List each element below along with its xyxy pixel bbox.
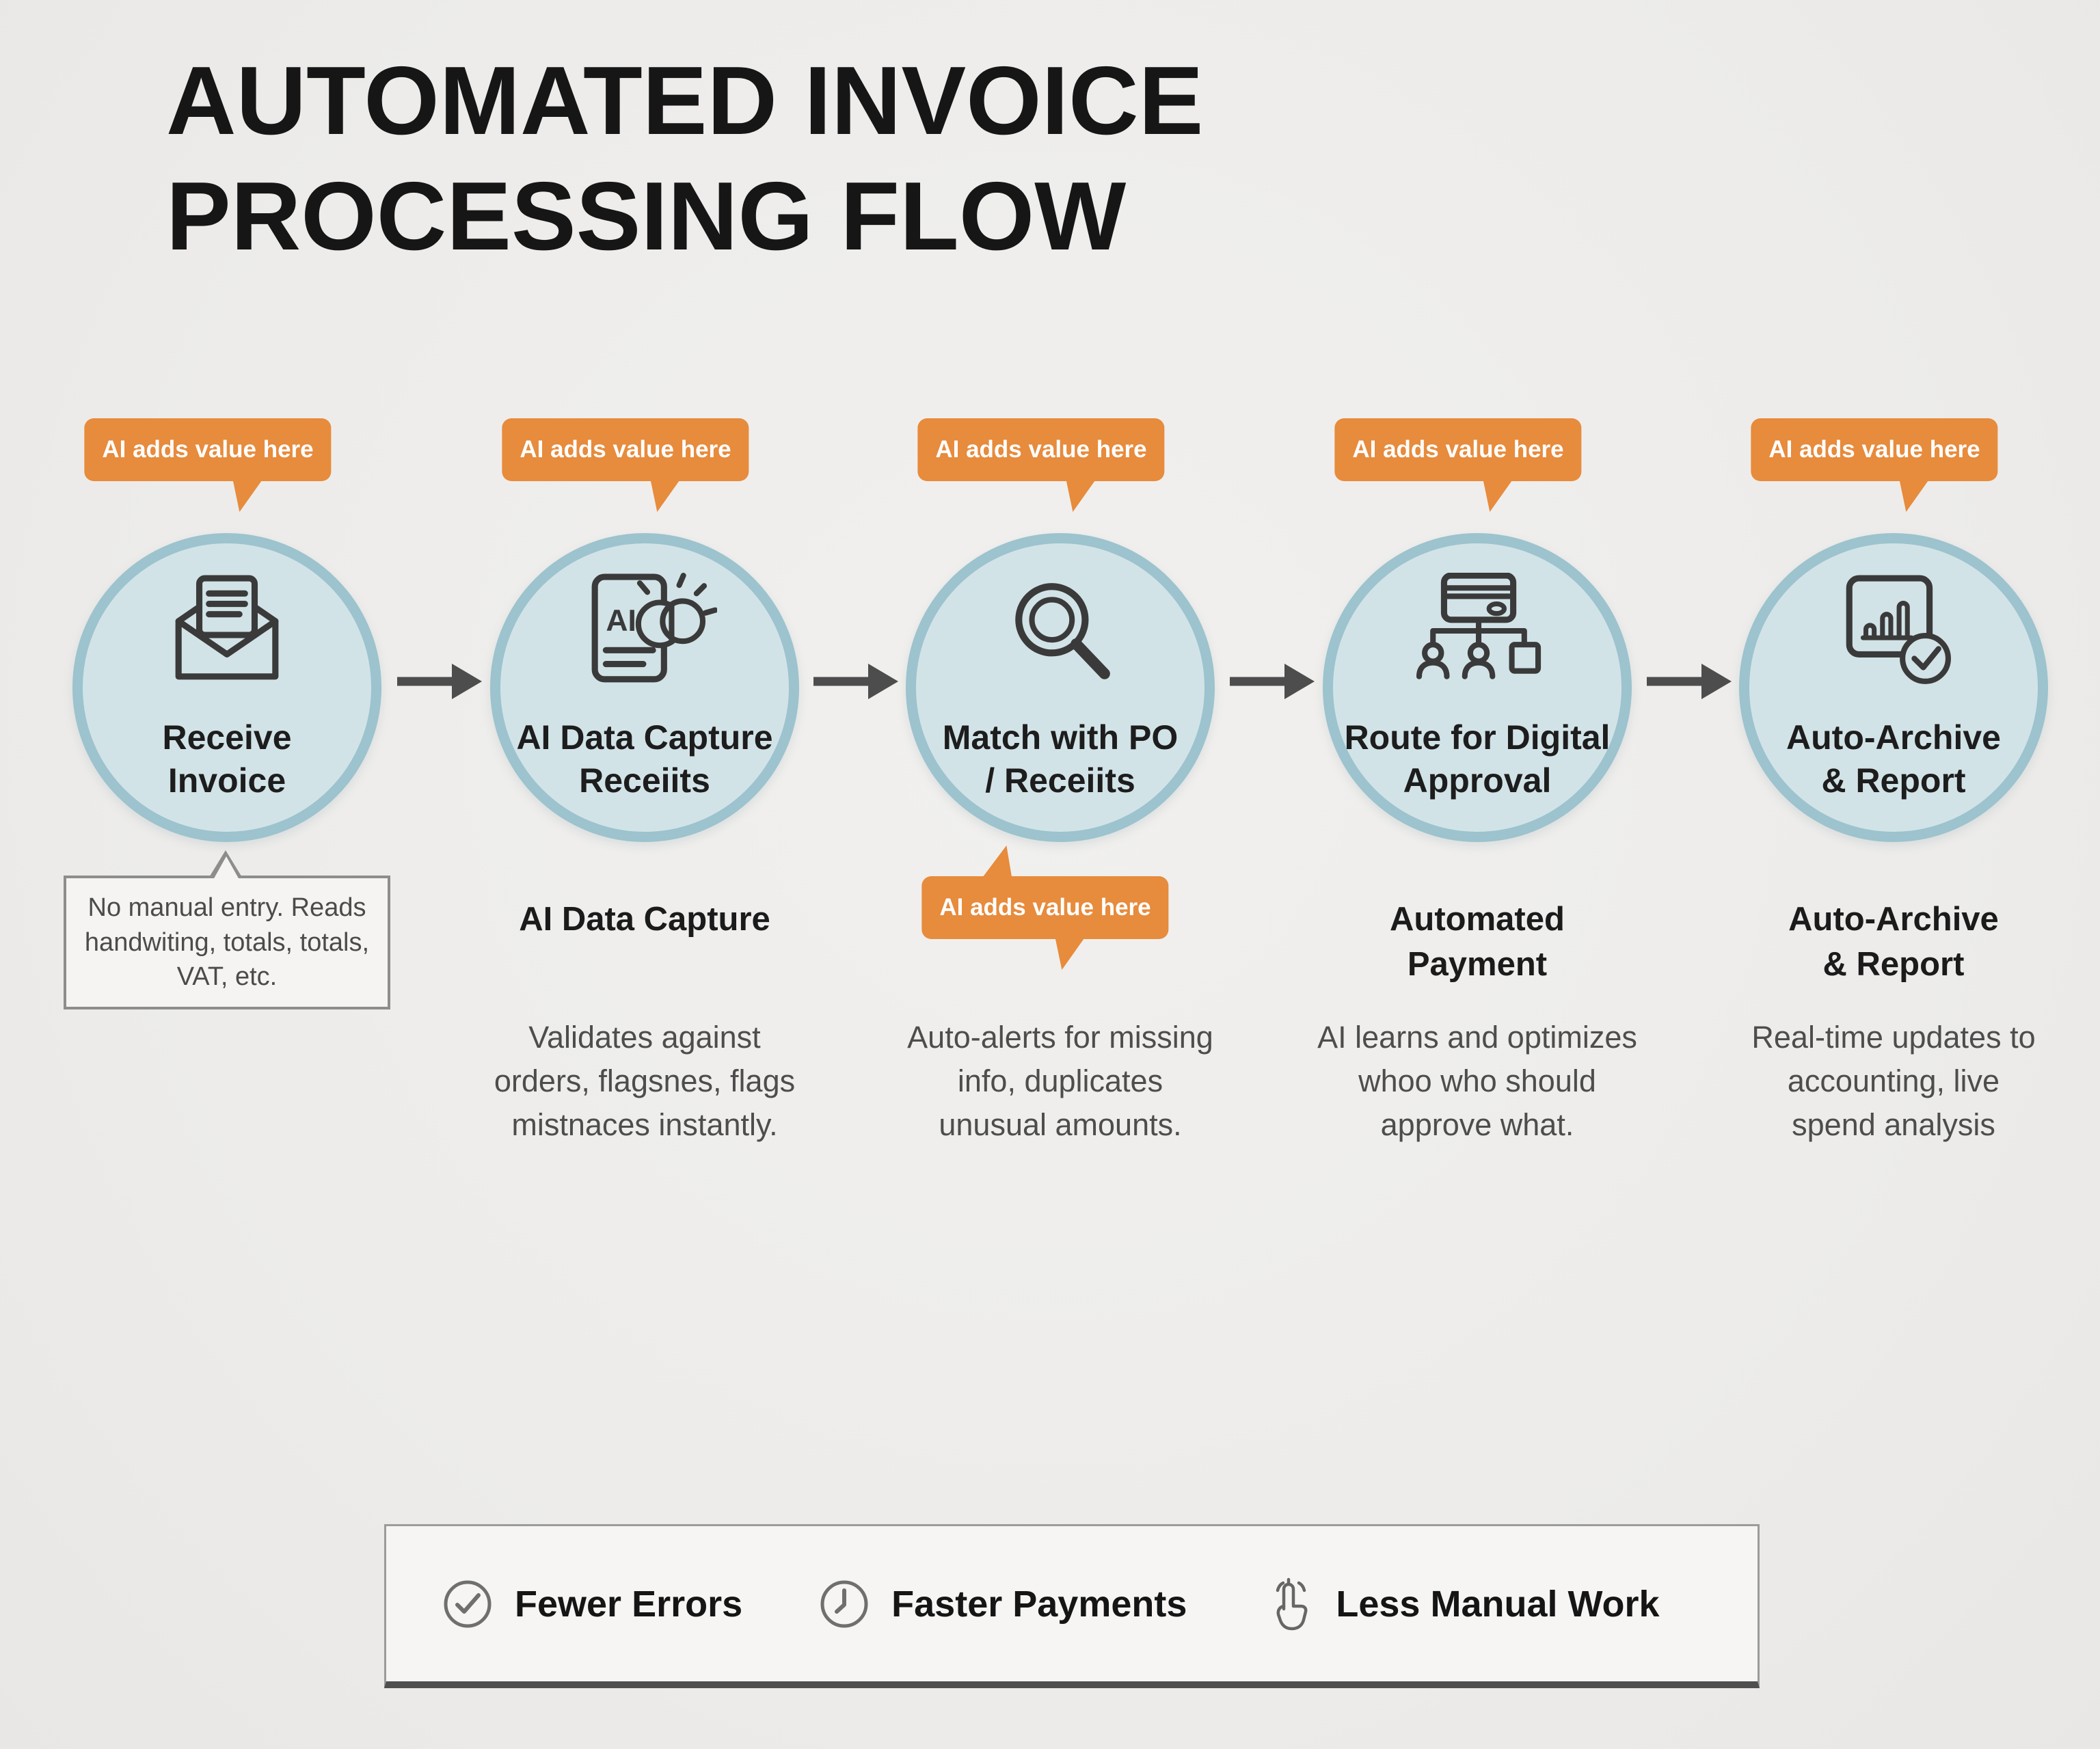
flow-arrow xyxy=(394,657,483,705)
ai-value-callout-below: AI adds value here xyxy=(921,845,1169,971)
ai-value-callout: AI adds value here xyxy=(917,418,1165,513)
open-envelope-icon xyxy=(154,573,299,690)
step-label: Route for Digital Approval xyxy=(1344,718,1611,800)
flow-arrow xyxy=(1644,657,1733,705)
report-check-icon xyxy=(1821,573,1966,690)
step-heading: Auto-Archive & Report xyxy=(1788,901,1999,983)
step-description: Auto-alerts for missing info, duplicates… xyxy=(907,1020,1213,1142)
check-circle-icon xyxy=(441,1577,494,1631)
flow-arrow xyxy=(1227,657,1316,705)
step-description: Real-time updates to accounting, live sp… xyxy=(1751,1020,2036,1142)
step-label: Auto-Archive & Report xyxy=(1786,718,2001,800)
step-description: Validates against orders, flagsnes, flag… xyxy=(494,1020,796,1142)
note-box: No manual entry. Reads handwiting, total… xyxy=(64,850,390,1009)
step-description: AI learns and optimizes whoo who should … xyxy=(1317,1020,1637,1142)
tap-hand-icon xyxy=(1262,1577,1315,1631)
flow-arrow xyxy=(811,657,900,705)
svg-text:AI: AI xyxy=(606,604,636,638)
benefit-label: Fewer Errors xyxy=(515,1583,743,1625)
step-heading: Automated Payment xyxy=(1390,901,1565,983)
benefit-faster-payments: Faster Payments xyxy=(818,1577,1187,1631)
page-title: AUTOMATED INVOICE PROCESSING FLOW xyxy=(166,46,1204,271)
card-org-chart-icon xyxy=(1405,573,1550,690)
ai-value-callout: AI adds value here xyxy=(84,418,332,513)
ai-value-callout: AI adds value here xyxy=(1334,418,1582,513)
benefits-bar: Fewer Errors Faster Payments xyxy=(384,1524,1760,1688)
benefit-fewer-errors: Fewer Errors xyxy=(441,1577,742,1631)
step-match-po: AI adds value here Match with PO / Recei… xyxy=(855,410,1265,1196)
step-ai-data-capture: AI adds value here AI AI Data Capture Re… xyxy=(440,410,850,1196)
ai-value-callout: AI adds value here xyxy=(502,418,749,513)
step-heading: AI Data Capture xyxy=(519,901,770,938)
step-route-approval: AI adds value here Route for Digital App… xyxy=(1272,410,1682,1196)
step-label: Receive Invoice xyxy=(162,718,292,800)
clock-icon xyxy=(818,1577,871,1631)
step-label: AI Data Capture Receiits xyxy=(516,718,773,800)
benefit-label: Less Manual Work xyxy=(1336,1583,1660,1625)
step-label: Match with PO / Receiits xyxy=(942,718,1179,800)
step-auto-archive: AI adds value here Auto-Archive & Report… xyxy=(1688,410,2099,1196)
step-receive-invoice: AI adds value here Receive Invoice No ma… xyxy=(22,410,432,1196)
ai-value-callout: AI adds value here xyxy=(1751,418,1998,513)
magnifier-icon xyxy=(988,573,1133,690)
benefit-label: Faster Payments xyxy=(891,1583,1187,1625)
ai-brain-document-icon: AI xyxy=(572,573,717,690)
benefit-less-manual-work: Less Manual Work xyxy=(1262,1577,1660,1631)
